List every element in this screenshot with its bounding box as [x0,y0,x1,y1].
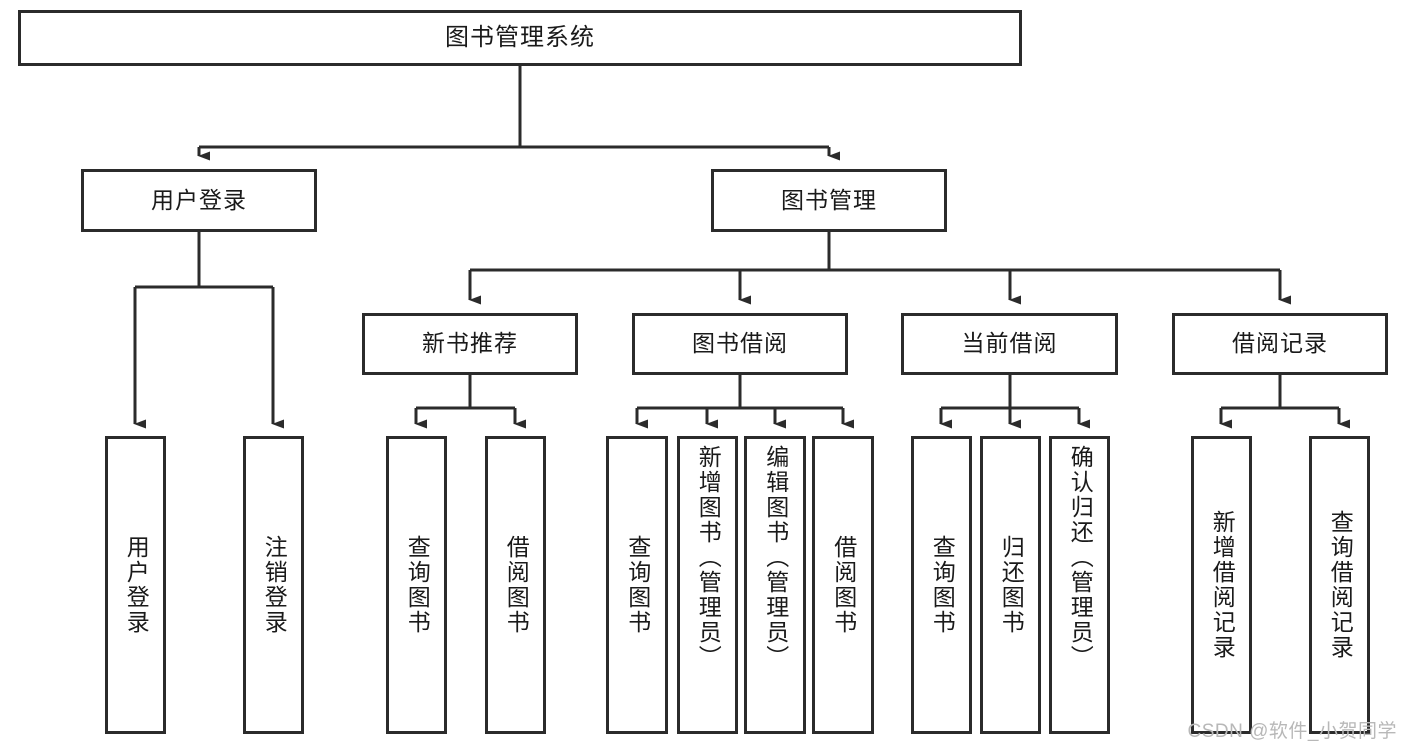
leaf-recommend-borrow-book[interactable]: 借阅图书 [485,436,546,734]
leaf-label: 用户登录 [123,535,150,635]
node-root-system[interactable]: 图书管理系统 [18,10,1022,66]
leaf-borrow-add-book-admin[interactable]: 新增图书（管理员） [677,436,738,734]
leaf-records-query-record[interactable]: 查询借阅记录 [1309,436,1370,734]
leaf-current-return-book[interactable]: 归还图书 [980,436,1041,734]
leaf-borrow-query-book[interactable]: 查询图书 [606,436,668,734]
leaf-label: 借阅图书 [503,535,530,635]
node-new-book-recommend-label: 新书推荐 [422,330,518,357]
node-user-login-label: 用户登录 [151,186,247,213]
leaf-user-login-login[interactable]: 用户登录 [105,436,166,734]
leaf-label: 查询图书 [404,535,431,635]
leaf-label: 新增借阅记录 [1209,510,1236,660]
leaf-current-confirm-return-admin[interactable]: 确认归还（管理员） [1049,436,1110,734]
node-new-book-recommend[interactable]: 新书推荐 [362,313,578,375]
leaf-label: 新增图书（管理员） [695,445,722,670]
leaf-label: 借阅图书 [830,535,857,635]
leaf-label: 查询借阅记录 [1327,510,1354,660]
node-book-borrow[interactable]: 图书借阅 [632,313,848,375]
leaf-label: 确认归还（管理员） [1067,445,1094,670]
node-borrow-records-label: 借阅记录 [1232,330,1328,357]
leaf-user-login-logout[interactable]: 注销登录 [243,436,304,734]
node-root-label: 图书管理系统 [445,23,595,51]
node-current-borrow-label: 当前借阅 [961,330,1058,357]
leaf-label: 编辑图书（管理员） [762,445,789,670]
node-user-login[interactable]: 用户登录 [81,169,317,232]
node-book-borrow-label: 图书借阅 [692,330,788,357]
leaf-borrow-edit-book-admin[interactable]: 编辑图书（管理员） [744,436,806,734]
node-book-management[interactable]: 图书管理 [711,169,947,232]
leaf-label: 注销登录 [261,535,288,635]
leaf-current-query-book[interactable]: 查询图书 [911,436,972,734]
leaf-label: 查询图书 [624,535,651,635]
node-borrow-records[interactable]: 借阅记录 [1172,313,1388,375]
node-book-management-label: 图书管理 [781,186,877,213]
leaf-borrow-borrow-book[interactable]: 借阅图书 [812,436,874,734]
leaf-label: 查询图书 [929,535,956,635]
leaf-recommend-query-book[interactable]: 查询图书 [386,436,447,734]
leaf-label: 归还图书 [998,535,1025,635]
csdn-watermark: CSDN @软件_小贺同学 [1187,721,1397,742]
node-current-borrow[interactable]: 当前借阅 [901,313,1118,375]
leaf-records-add-record[interactable]: 新增借阅记录 [1191,436,1252,734]
